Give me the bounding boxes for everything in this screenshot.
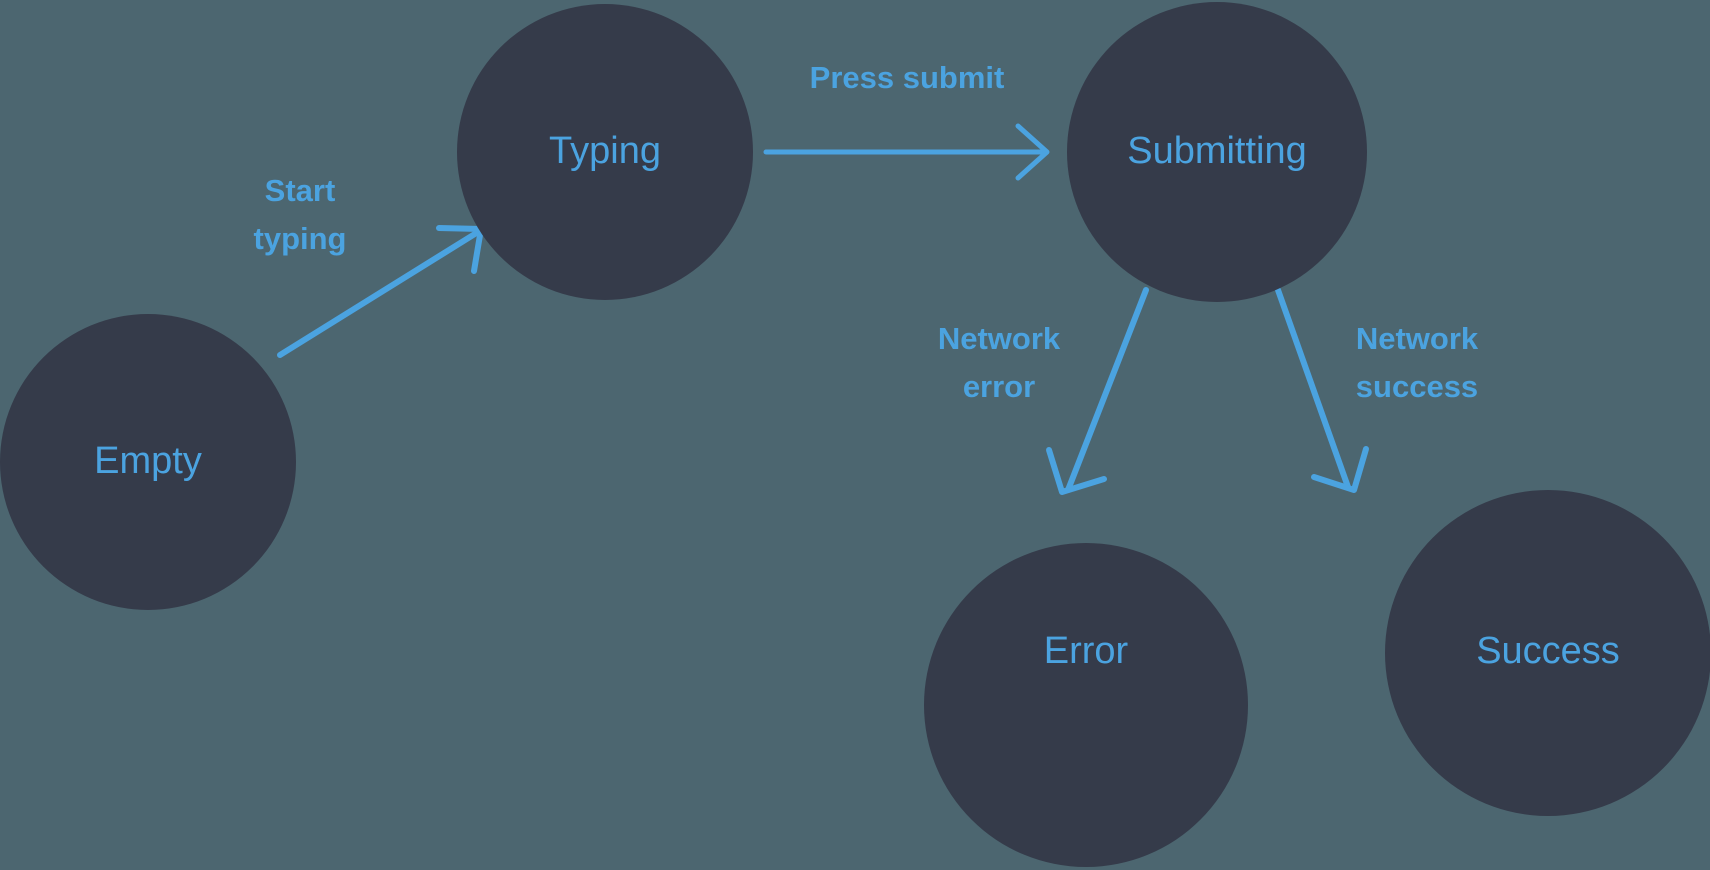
node-submitting-label: Submitting <box>1127 130 1307 172</box>
edge-network-error-line <box>1065 287 1149 493</box>
edge-label-start-typing-line1: Start <box>265 173 336 208</box>
node-error-circle[interactable] <box>924 543 1248 867</box>
edge-label-network-success-line2: success <box>1356 369 1478 404</box>
node-success-circle[interactable] <box>1385 490 1710 816</box>
edge-network-success-line <box>1275 287 1351 490</box>
node-empty[interactable]: Empty <box>0 314 296 610</box>
node-success[interactable]: Success <box>1385 490 1710 816</box>
node-typing[interactable]: Typing <box>457 4 753 300</box>
node-empty-label: Empty <box>94 440 202 482</box>
node-error-label: Error <box>1044 630 1129 672</box>
edge-label-start-typing: Start typing <box>254 173 347 256</box>
edge-label-network-error: Network error <box>938 321 1061 404</box>
edge-press-submit-arrowhead <box>1015 123 1050 181</box>
edge-start-typing-line <box>277 229 481 358</box>
edge-network-error-arrowhead <box>1046 447 1107 495</box>
node-submitting-circle[interactable] <box>1067 2 1367 302</box>
edge-label-network-success-line1: Network <box>1356 321 1479 356</box>
edge-label-press-submit-line1: Press submit <box>810 60 1005 95</box>
node-typing-label: Typing <box>549 130 661 172</box>
edge-network-error <box>1046 287 1149 495</box>
node-error[interactable]: Error <box>924 543 1248 867</box>
edge-press-submit <box>763 123 1050 181</box>
edge-label-press-submit: Press submit <box>810 60 1005 95</box>
node-submitting[interactable]: Submitting <box>1067 2 1367 302</box>
edge-label-network-error-line1: Network <box>938 321 1061 356</box>
edge-network-success-arrowhead <box>1311 446 1369 493</box>
edge-label-network-error-line2: error <box>963 369 1035 404</box>
edge-network-success <box>1275 287 1369 493</box>
edge-label-start-typing-line2: typing <box>254 221 347 256</box>
node-typing-circle[interactable] <box>457 4 753 300</box>
node-empty-circle[interactable] <box>0 314 296 610</box>
edge-label-network-success: Network success <box>1356 321 1479 404</box>
node-success-label: Success <box>1476 630 1620 672</box>
